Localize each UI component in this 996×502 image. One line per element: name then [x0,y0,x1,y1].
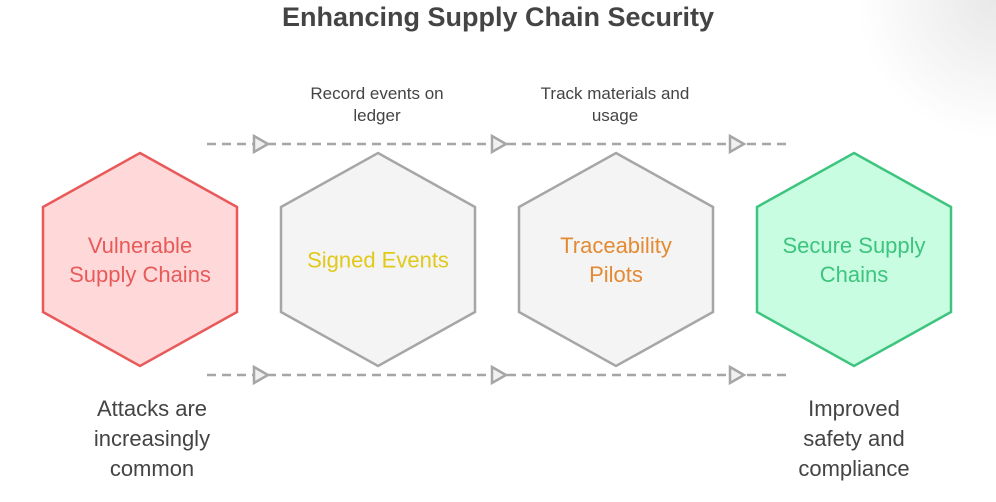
bottom-right-line-2: safety and [803,426,905,451]
hexagon-label-line: Traceability [560,233,672,258]
diagram-title: Enhancing Supply Chain Security [282,2,714,32]
arrow-icon [490,133,509,155]
hexagon-label-line: Vulnerable [88,233,192,258]
arrow-icon [490,364,509,386]
bottom-left-line-3: common [110,456,194,481]
top-label-2-line-2: usage [592,106,638,125]
top-label-1-line-1: Record events on [310,84,443,103]
corner-shadow [856,0,996,140]
bottom-right-line-1: Improved [808,396,900,421]
bottom-right-line-3: compliance [798,456,909,481]
arrow-icon [728,364,747,386]
hexagon-label-line: Secure Supply [782,233,925,258]
bottom-left-line-1: Attacks are [97,396,207,421]
hexagon-shape [517,151,715,368]
arrow-icon [252,133,271,155]
bottom-left-line-2: increasingly [94,426,210,451]
arrow-icon [252,364,271,386]
top-label-2-line-1: Track materials and [541,84,690,103]
hexagon-step-2: Signed Events [279,151,477,368]
top-label-1-line-2: ledger [353,106,401,125]
hexagon-shape [279,151,477,368]
arrow-icon [728,133,747,155]
hexagon-label-line: Pilots [589,262,643,287]
hexagon-shape [755,151,953,368]
hexagon-label-line: Signed Events [307,248,449,273]
hexagon-label-line: Supply Chains [69,262,211,287]
hexagon-label-line: Chains [820,262,888,287]
hexagon-shape [41,151,239,368]
